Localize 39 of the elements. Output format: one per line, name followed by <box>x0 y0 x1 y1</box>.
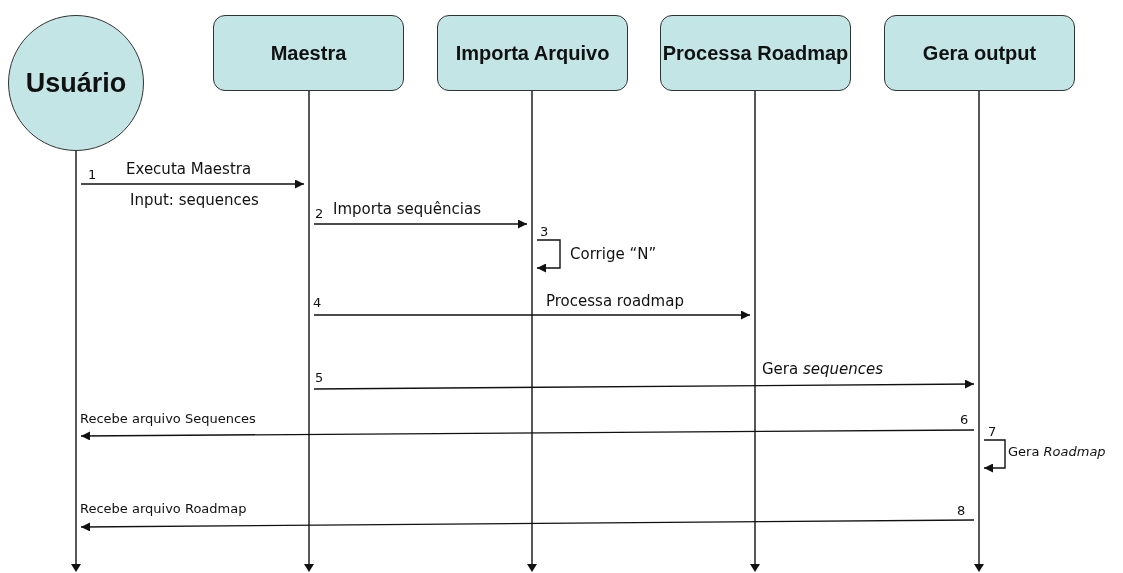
message-note: Input: sequences <box>130 191 259 209</box>
message-arrow <box>313 379 975 390</box>
step-number: 4 <box>313 295 322 311</box>
node-title: Usuário <box>25 67 127 99</box>
step-number: 7 <box>988 424 997 440</box>
self-message-arrow <box>536 239 561 273</box>
lifeline <box>304 91 314 573</box>
step-number: 6 <box>960 412 969 428</box>
lifeline-box <box>660 15 851 91</box>
message-arrow <box>313 219 528 229</box>
step-number: 5 <box>315 370 324 386</box>
lifeline-box <box>437 15 628 91</box>
edge-label: Executa Maestra <box>126 160 252 178</box>
lifeline <box>527 91 537 573</box>
lifeline <box>974 91 984 573</box>
edge-label: Gera sequences <box>762 360 884 378</box>
lifeline-box <box>213 15 404 91</box>
step-number: 8 <box>957 503 966 519</box>
lifeline-box <box>884 15 1075 91</box>
node-title: Gera output <box>922 41 1037 65</box>
message-arrow <box>80 519 975 532</box>
node-title: Processa Roadmap <box>662 41 849 65</box>
message-arrow <box>80 429 975 441</box>
edge-label: Importa sequências <box>333 200 481 218</box>
edge-label: Gera Roadmap <box>1008 444 1106 460</box>
step-number: 1 <box>88 167 97 183</box>
message-arrow <box>80 179 305 189</box>
step-number: 2 <box>315 206 324 222</box>
lifeline <box>750 91 760 573</box>
edge-label: Corrige “N” <box>570 245 657 263</box>
node-title: Importa Arquivo <box>455 41 610 65</box>
lifeline <box>71 151 81 573</box>
edge-label: Recebe arquivo Roadmap <box>80 501 247 517</box>
message-arrow <box>313 310 751 320</box>
step-number: 3 <box>540 224 549 240</box>
self-message-arrow <box>983 439 1006 473</box>
node-title: Maestra <box>270 41 347 65</box>
edge-label: Recebe arquivo Sequences <box>80 411 256 427</box>
edge-label: Processa roadmap <box>546 292 684 310</box>
